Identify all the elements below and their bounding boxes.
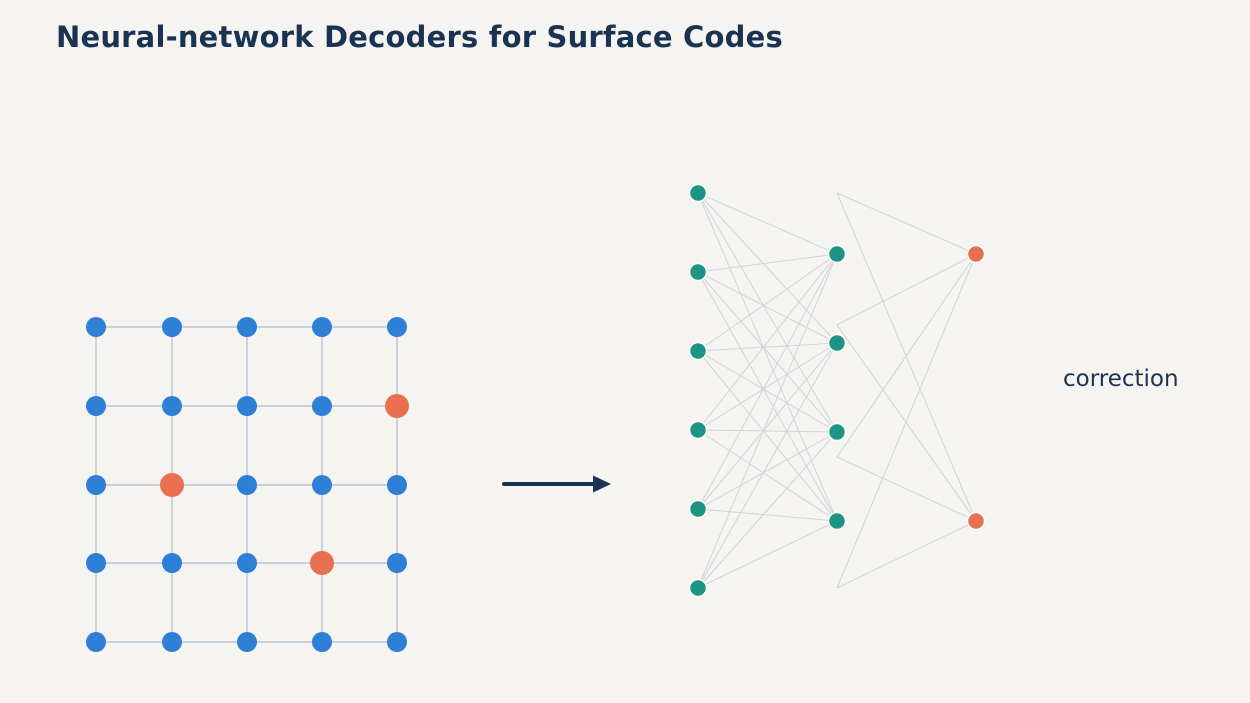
nn-input-node bbox=[688, 183, 708, 203]
nn-output-node bbox=[966, 244, 986, 264]
nn-edge bbox=[697, 253, 838, 589]
data-qubit bbox=[86, 475, 106, 495]
diagram-title: Neural-network Decoders for Surface Code… bbox=[56, 20, 783, 54]
data-qubit bbox=[162, 553, 182, 573]
nn-edge bbox=[697, 271, 838, 433]
nn-hidden-node bbox=[827, 511, 847, 531]
neural-network-nodes bbox=[688, 183, 986, 598]
nn-hidden-node bbox=[827, 333, 847, 353]
decoder-arrow bbox=[502, 475, 611, 493]
nn-edge bbox=[697, 429, 838, 522]
nn-edge bbox=[697, 253, 838, 352]
nn-edge bbox=[697, 253, 838, 510]
nn-input-node bbox=[688, 499, 708, 519]
nn-edge bbox=[697, 431, 838, 589]
nn-edge bbox=[697, 192, 838, 255]
nn-edge bbox=[697, 253, 838, 431]
data-qubit bbox=[237, 475, 257, 495]
data-qubit bbox=[387, 475, 407, 495]
nn-edge bbox=[697, 342, 838, 352]
nn-input-node bbox=[688, 341, 708, 361]
error-qubit bbox=[310, 551, 334, 575]
nn-hidden-node bbox=[827, 244, 847, 264]
nn-input-node bbox=[688, 578, 708, 598]
nn-edge bbox=[836, 520, 977, 589]
nn-edge bbox=[697, 192, 838, 344]
data-qubit bbox=[162, 317, 182, 337]
neural-network-edges bbox=[697, 192, 977, 589]
nn-input-node bbox=[688, 420, 708, 440]
nn-edge bbox=[697, 520, 838, 589]
nn-input-node bbox=[688, 262, 708, 282]
nn-edge bbox=[697, 342, 838, 589]
data-qubit bbox=[237, 317, 257, 337]
nn-edge bbox=[697, 342, 838, 431]
nn-edge bbox=[836, 253, 977, 458]
data-qubit bbox=[387, 632, 407, 652]
data-qubit bbox=[312, 317, 332, 337]
data-qubit bbox=[312, 396, 332, 416]
nn-edge bbox=[697, 350, 838, 522]
nn-edge bbox=[697, 253, 838, 273]
surface-code-lattice bbox=[86, 317, 409, 652]
nn-edge bbox=[836, 456, 977, 522]
nn-hidden-node bbox=[827, 422, 847, 442]
data-qubit bbox=[387, 553, 407, 573]
data-qubit bbox=[237, 396, 257, 416]
data-qubit bbox=[312, 632, 332, 652]
data-qubit bbox=[86, 553, 106, 573]
nn-edge bbox=[697, 508, 838, 522]
data-qubit bbox=[237, 553, 257, 573]
nn-edge bbox=[836, 253, 977, 326]
data-qubit bbox=[237, 632, 257, 652]
nn-edge bbox=[697, 429, 838, 433]
data-qubit bbox=[312, 475, 332, 495]
data-qubit bbox=[86, 317, 106, 337]
nn-edge bbox=[697, 271, 838, 344]
data-qubit bbox=[162, 632, 182, 652]
data-qubit bbox=[86, 396, 106, 416]
nn-edge bbox=[836, 192, 977, 255]
error-qubit bbox=[160, 473, 184, 497]
nn-edge bbox=[836, 253, 977, 589]
nn-edge bbox=[697, 271, 838, 522]
nn-edge bbox=[697, 431, 838, 510]
nn-edge bbox=[836, 192, 977, 522]
arrow-head bbox=[593, 475, 611, 493]
nn-edge bbox=[697, 342, 838, 510]
output-label-correction: correction bbox=[1063, 366, 1179, 392]
nn-edge bbox=[836, 324, 977, 522]
data-qubit bbox=[387, 317, 407, 337]
error-qubit bbox=[385, 394, 409, 418]
data-qubit bbox=[86, 632, 106, 652]
nn-edge bbox=[697, 192, 838, 433]
nn-output-node bbox=[966, 511, 986, 531]
nn-edge bbox=[697, 350, 838, 433]
nn-edge bbox=[697, 192, 838, 522]
data-qubit bbox=[162, 396, 182, 416]
